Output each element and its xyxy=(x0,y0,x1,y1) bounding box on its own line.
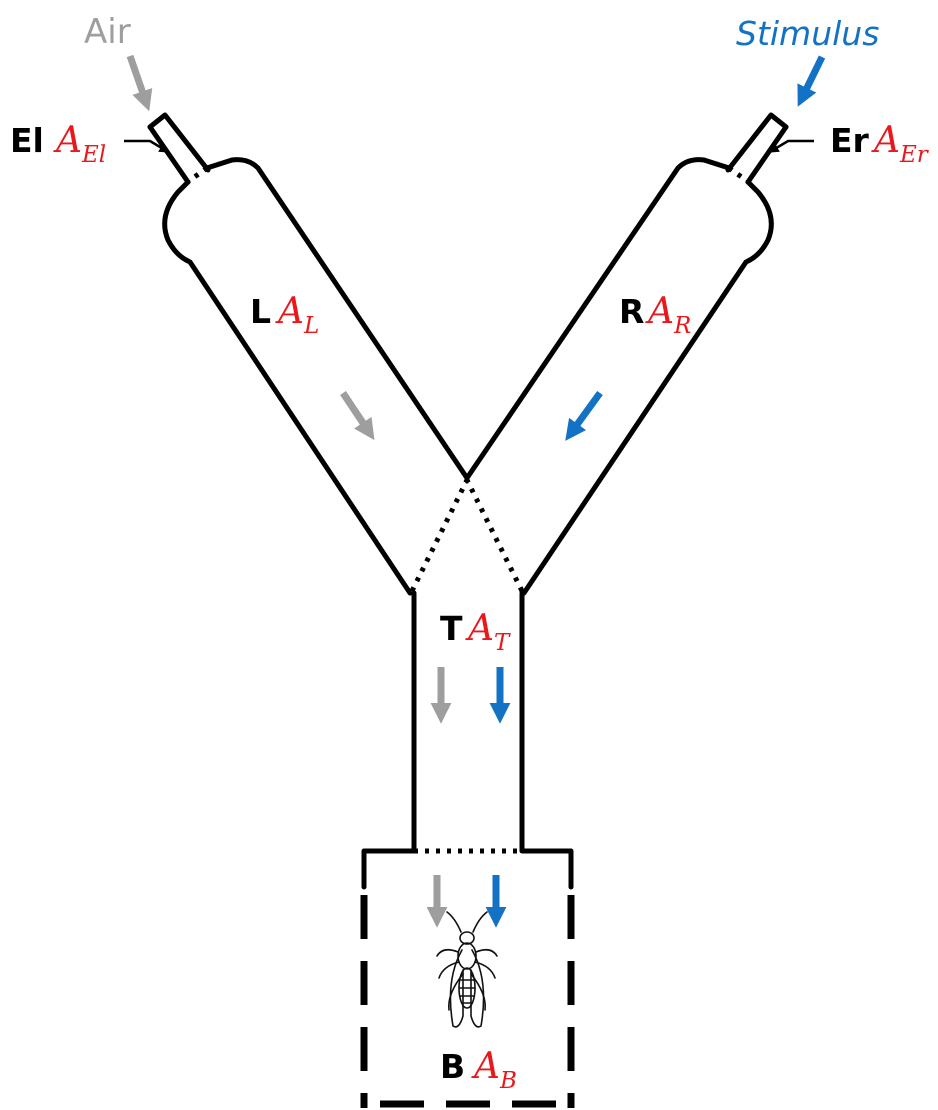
t-label: T xyxy=(440,609,463,648)
left-inlet-tube xyxy=(147,112,211,173)
wasp-icon xyxy=(436,911,498,1028)
er-label: Er xyxy=(830,121,870,160)
right-inlet-boundary xyxy=(727,165,752,186)
right-arm xyxy=(464,112,789,596)
left-arm-air-arrow xyxy=(340,391,375,441)
b-label: B xyxy=(440,1047,465,1086)
right-inlet-small-arrow xyxy=(768,139,814,153)
labels: Air Stimulus El AEl Er AEr L AL R AR T A… xyxy=(10,12,930,1094)
right-arm-trunk-boundary xyxy=(464,478,525,593)
left-inlet-boundary xyxy=(184,165,209,186)
stimulus-label: Stimulus xyxy=(736,14,879,53)
l-label: L xyxy=(250,292,271,331)
right-inlet-tube xyxy=(725,112,789,173)
r-variable: AR xyxy=(645,291,691,339)
left-arm xyxy=(147,112,470,596)
left-inlet-small-arrow xyxy=(124,139,170,153)
t-variable: AT xyxy=(465,608,511,656)
el-variable: AEl xyxy=(53,120,106,168)
left-arm-walls xyxy=(162,179,413,596)
flow-arrows xyxy=(124,54,826,928)
l-variable: AL xyxy=(275,291,319,339)
trunk xyxy=(411,590,525,854)
air-inlet-arrow xyxy=(126,54,153,112)
stimulus-inlet-arrow xyxy=(797,55,826,107)
er-variable: AEr xyxy=(871,120,930,168)
b-variable: AB xyxy=(471,1046,517,1094)
left-arm-trunk-boundary xyxy=(409,478,470,593)
air-label: Air xyxy=(84,12,131,52)
right-arm-walls xyxy=(521,179,774,596)
right-arm-stimulus-arrow xyxy=(565,390,603,441)
el-label: El xyxy=(10,121,44,160)
release-box xyxy=(360,848,575,1108)
r-label: R xyxy=(619,292,644,331)
